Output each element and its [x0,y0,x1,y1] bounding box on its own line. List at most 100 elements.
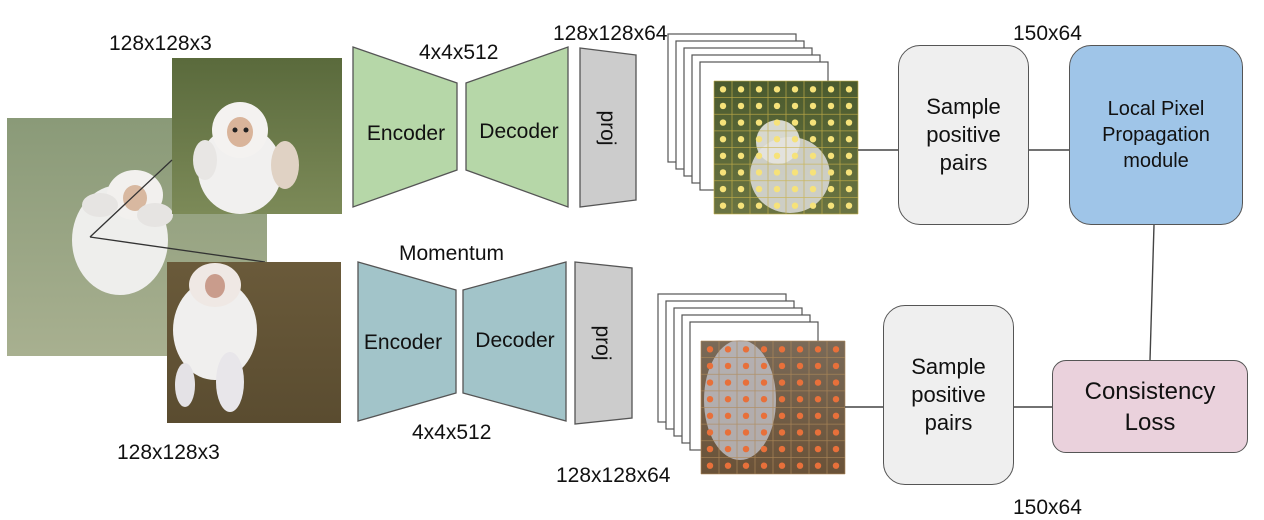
top-decoder-label: Decoder [479,120,558,143]
bottom-sample-point [796,346,804,353]
bottom-sample-point [796,412,804,420]
bottom-decoder-block [462,261,567,422]
top-feature-size-label: 128x128x64 [553,22,668,45]
top-sample-point [845,86,853,93]
bottom-sample-point [832,362,840,370]
bottom-sample-point [760,362,768,370]
top-sample-point [809,169,817,176]
bottom-sample-point [706,379,714,386]
top-bottleneck-size-label: 4x4x512 [419,41,499,64]
top-proj-block [579,47,637,208]
bottom-sample-point [832,412,840,420]
bottom-sample-point [760,445,768,453]
bottom-sample-point [760,462,768,469]
top-sample-point [773,119,781,126]
top-sample-point [737,202,745,209]
bottom-sample-point [724,412,732,420]
bottom-input-size-label: 128x128x3 [117,441,220,464]
bottom-sample-point [778,429,786,436]
top-sample-point [809,135,817,143]
bottom-sample-point [742,412,750,420]
top-sample-point [845,135,853,143]
bottom-sample-point [832,462,840,469]
bottom-sample-point [706,395,714,403]
top-sample-point [809,185,817,193]
bottom-sample-point [832,429,840,436]
bottom-sample-point [814,362,822,370]
bottom-sample-line-3: pairs [924,410,973,435]
bottom-sample-point [706,462,714,469]
bottom-proj-label: proj [591,325,614,360]
bottom-sample-point [778,362,786,370]
top-sample-point [773,202,781,209]
top-pairs-size-label: 150x64 [1013,22,1082,45]
top-sample-point [791,102,799,110]
top-sample-point [773,152,781,160]
lpp-line-3: module [1123,150,1189,172]
consistency-loss-box: Consistency Loss [1052,360,1248,453]
top-sample-point [827,202,835,209]
top-sample-point [719,202,727,209]
bottom-encoder-label: Encoder [364,331,442,354]
bottom-sample-point [832,379,840,386]
bottom-sample-point [778,462,786,469]
top-sample-point [719,152,727,160]
top-sample-point [719,119,727,126]
bottom-sample-point [742,445,750,453]
top-encoder-block [352,46,458,208]
top-sample-point [827,102,835,110]
bottom-sample-point [724,379,732,386]
top-sample-point [737,102,745,110]
top-sample-point [755,135,763,143]
top-sample-point [809,202,817,209]
bottom-sample-point [706,346,714,353]
bottom-proj-block [574,261,633,425]
top-sample-point [755,169,763,176]
bottom-sample-point [760,379,768,386]
bottom-sample-point [778,379,786,386]
top-sample-point [791,135,799,143]
top-sample-point [845,102,853,110]
bottom-sample-point [760,346,768,353]
bottom-sample-point [706,445,714,453]
bottom-sample-point [724,429,732,436]
bottom-sample-point [706,362,714,370]
top-sample-point [827,152,835,160]
bottom-crop-photo [167,262,341,423]
bottom-sample-point [742,362,750,370]
top-sample-line-1: Sample [926,94,1001,119]
top-sample-point [791,119,799,126]
top-sample-point [719,102,727,110]
top-sample-point [737,185,745,193]
local-pixel-propagation-module-box: Local Pixel Propagation module [1069,45,1243,225]
top-crop-photo [172,58,342,214]
top-sample-point [773,102,781,110]
top-sample-point [827,119,835,126]
top-sample-point [719,185,727,193]
bottom-feature-size-label: 128x128x64 [556,464,671,487]
bottom-sample-point [832,395,840,403]
bottom-sample-point [760,429,768,436]
lpp-line-1: Local Pixel [1107,98,1205,120]
top-sample-point [719,135,727,143]
bottom-sample-point [814,346,822,353]
top-sample-point [791,86,799,93]
bottom-sample-point [742,379,750,386]
bottom-sample-point [778,346,786,353]
top-encoder-label: Encoder [367,122,445,145]
lpp-line-2: Propagation [1102,124,1210,146]
bottom-sample-line-2: positive [911,382,986,407]
top-sample-point [719,86,727,93]
bottom-sample-point [796,429,804,436]
top-sample-point [737,86,745,93]
bottom-feature-map [700,340,846,475]
bottom-sample-point [724,346,732,353]
lpp-to-loss-line [1149,224,1155,361]
top-input-size-label: 128x128x3 [109,32,212,55]
bottom-sample-point [742,395,750,403]
top-sample-point [809,119,817,126]
bottom-sample-point [796,395,804,403]
bottom-decoder-label: Decoder [475,329,554,352]
top-sample-point [845,169,853,176]
bottom-sample-point [796,445,804,453]
